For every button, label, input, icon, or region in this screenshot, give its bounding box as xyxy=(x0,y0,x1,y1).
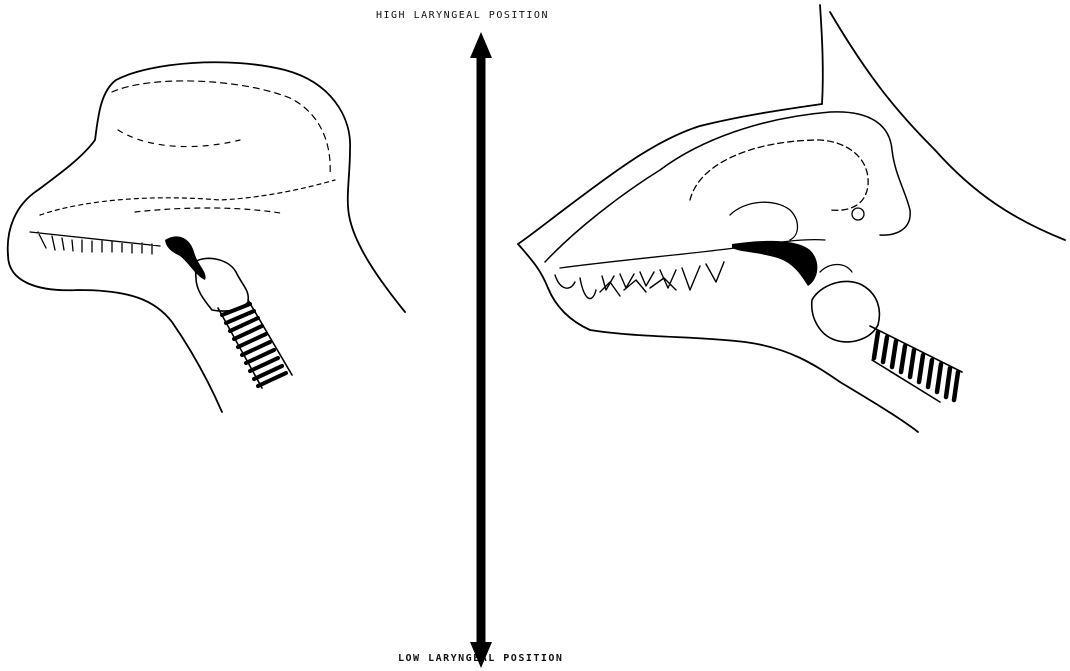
primate-teeth-row xyxy=(30,232,160,254)
primate-skull-contour xyxy=(112,81,330,175)
dog-skull-contour xyxy=(690,140,868,210)
dog-ear xyxy=(820,5,823,104)
primate-larynx xyxy=(195,258,248,311)
dog-hyoid xyxy=(820,265,852,273)
dog-larynx xyxy=(812,281,880,341)
primate-head-illustration xyxy=(8,62,405,412)
dog-muzzle-top xyxy=(518,104,822,244)
dog-trachea xyxy=(870,326,962,402)
dog-airway xyxy=(732,241,817,286)
dog-nose xyxy=(518,244,590,330)
primate-brow-contour xyxy=(118,130,240,147)
arrow-head-up xyxy=(470,32,492,58)
primate-airway xyxy=(165,236,206,280)
primate-skull-base xyxy=(135,208,280,213)
arrow-head-down xyxy=(470,642,492,668)
dog-eye-orbit xyxy=(730,202,798,240)
dog-neck-back xyxy=(830,12,1065,240)
primate-trachea xyxy=(218,300,292,388)
dog-lower-jaw xyxy=(590,330,918,432)
primate-chin-throat xyxy=(8,255,222,412)
dog-teeth xyxy=(555,262,724,299)
primate-head-outline xyxy=(8,62,405,312)
dog-skull xyxy=(545,112,910,262)
vertical-double-arrow xyxy=(470,32,492,668)
dog-ear-canal xyxy=(852,208,864,220)
dog-head-illustration xyxy=(518,5,1065,432)
primate-palate-contour xyxy=(40,180,335,215)
